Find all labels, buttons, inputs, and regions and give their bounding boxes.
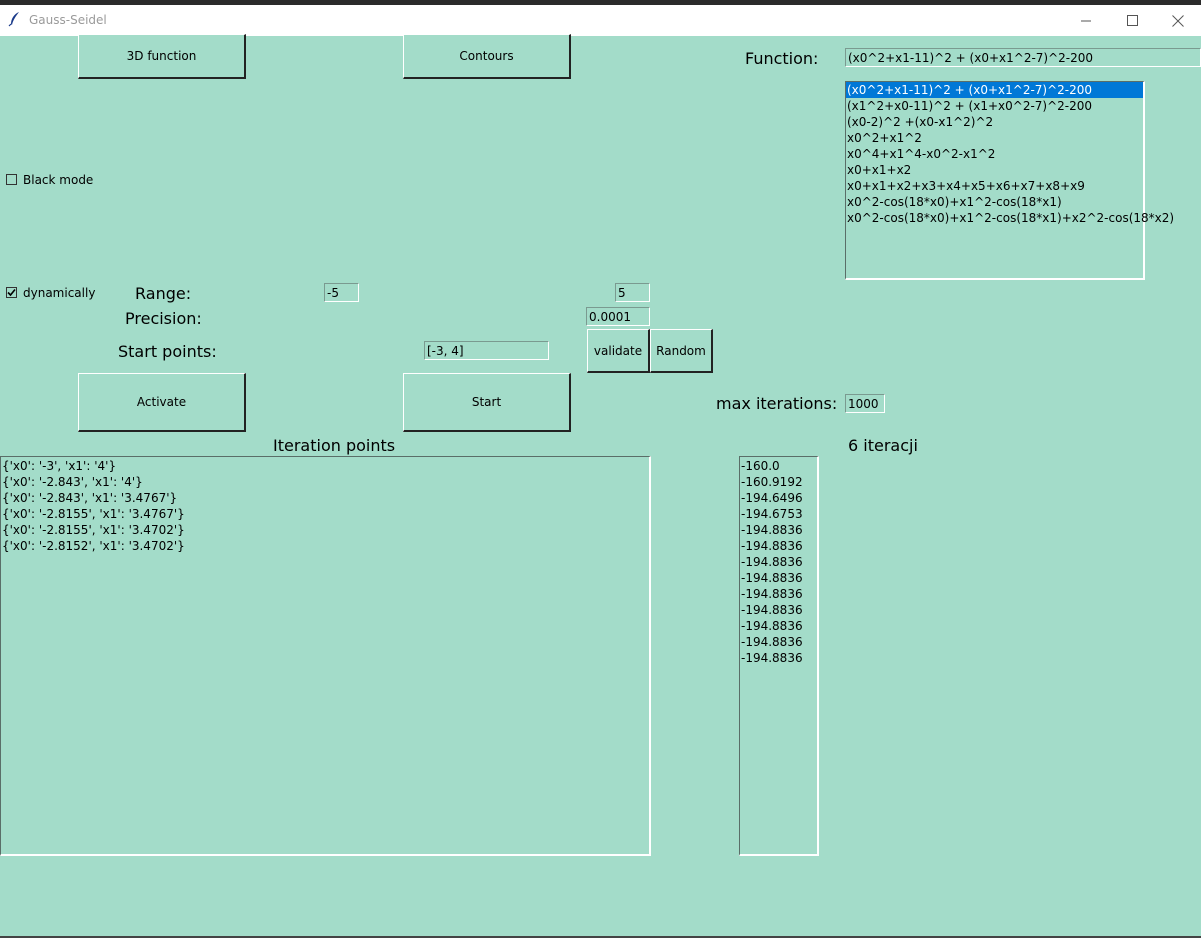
- function-value-row: -194.8836: [741, 587, 803, 601]
- function-value-row: -160.9192: [741, 475, 803, 489]
- window-bottom-edge: [0, 936, 1201, 938]
- activate-button[interactable]: Activate: [78, 373, 246, 432]
- iteration-count-label: 6 iteracji: [848, 436, 918, 455]
- contours-button[interactable]: Contours: [403, 34, 571, 79]
- function-values-box[interactable]: -160.0 -160.9192 -194.6496 -194.6753 -194.88…: [739, 456, 819, 856]
- function-value-row: -194.6496: [741, 491, 803, 505]
- function-list-item[interactable]: x0^2-cos(18*x0)+x1^2-cos(18*x1): [847, 195, 1062, 209]
- start-points-label: Start points:: [118, 342, 217, 361]
- screen-top-strip: [0, 0, 1201, 5]
- black-mode-checkbox[interactable]: [6, 174, 17, 185]
- feather-icon: [8, 12, 19, 27]
- precision-input[interactable]: 0.0001: [586, 307, 650, 326]
- function-value-row: -194.8836: [741, 619, 803, 633]
- function-value-row: -194.8836: [741, 603, 803, 617]
- function-input[interactable]: (x0^2+x1-11)^2 + (x0+x1^2-7)^2-200: [845, 48, 1201, 67]
- max-iterations-input[interactable]: 1000: [845, 394, 885, 413]
- function-list-item[interactable]: x0^2+x1^2: [847, 131, 922, 145]
- function-value-row: -194.8836: [741, 651, 803, 665]
- dynamically-label: dynamically: [23, 286, 96, 300]
- function-value-row: -194.8836: [741, 555, 803, 569]
- function-list-item[interactable]: x0^2-cos(18*x0)+x1^2-cos(18*x1)+x2^2-cos…: [847, 211, 1175, 225]
- checkmark-icon: [7, 288, 16, 297]
- random-button[interactable]: Random: [650, 329, 713, 373]
- maximize-icon: [1126, 15, 1138, 26]
- function-value-row: -194.6753: [741, 507, 803, 521]
- range-max-input[interactable]: 5: [615, 283, 650, 302]
- close-icon: [1172, 14, 1184, 27]
- iteration-points-box[interactable]: {'x0': '-3', 'x1': '4'} {'x0': '-2.843', …: [0, 456, 651, 856]
- function-list-item[interactable]: x0+x1+x2: [847, 163, 912, 177]
- minimize-button[interactable]: [1063, 5, 1109, 36]
- window-title: Gauss-Seidel: [29, 13, 107, 27]
- maximize-button[interactable]: [1109, 5, 1155, 36]
- main-window: 3D function Contours Function: (x0^2+x1-…: [0, 34, 1201, 936]
- function-list-item[interactable]: (x0^2+x1-11)^2 + (x0+x1^2-7)^2-200: [846, 82, 1143, 98]
- function-listbox[interactable]: (x0^2+x1-11)^2 + (x0+x1^2-7)^2-200(x1^2+…: [845, 81, 1175, 280]
- function-value-row: -194.8836: [741, 635, 803, 649]
- title-bar: Gauss-Seidel: [0, 5, 1201, 36]
- function-value-row: -194.8836: [741, 523, 803, 537]
- function-list-item[interactable]: (x0-2)^2 +(x0-x1^2)^2: [847, 115, 994, 129]
- function-value-row: -194.8836: [741, 571, 803, 585]
- iteration-point-row: {'x0': '-2.8152', 'x1': '3.4702'}: [2, 539, 185, 553]
- function-list-item[interactable]: x0^4+x1^4-x0^2-x1^2: [847, 147, 996, 161]
- iteration-point-row: {'x0': '-3', 'x1': '4'}: [2, 459, 117, 473]
- 3d-function-button[interactable]: 3D function: [78, 34, 246, 79]
- function-list-item[interactable]: x0+x1+x2+x3+x4+x5+x6+x7+x8+x9: [847, 179, 1085, 193]
- function-list-item[interactable]: (x1^2+x0-11)^2 + (x1+x0^2-7)^2-200: [847, 99, 1093, 113]
- max-iterations-label: max iterations:: [716, 394, 838, 413]
- dynamically-checkbox[interactable]: [6, 287, 17, 298]
- close-button[interactable]: [1155, 5, 1201, 36]
- validate-button[interactable]: validate: [587, 329, 650, 373]
- start-button[interactable]: Start: [403, 373, 571, 432]
- black-mode-label: Black mode: [23, 173, 94, 187]
- function-value-row: -194.8836: [741, 539, 803, 553]
- range-label: Range:: [135, 284, 192, 303]
- minimize-icon: [1080, 20, 1091, 22]
- range-min-input[interactable]: -5: [324, 283, 359, 302]
- iteration-point-row: {'x0': '-2.843', 'x1': '4'}: [2, 475, 143, 489]
- function-value-row: -160.0: [741, 459, 780, 473]
- iteration-point-row: {'x0': '-2.843', 'x1': '3.4767'}: [2, 491, 178, 505]
- iteration-point-row: {'x0': '-2.8155', 'x1': '3.4767'}: [2, 507, 185, 521]
- start-points-input[interactable]: [-3, 4]: [424, 341, 549, 360]
- iteration-point-row: {'x0': '-2.8155', 'x1': '3.4702'}: [2, 523, 185, 537]
- iteration-points-heading: Iteration points: [273, 436, 396, 455]
- function-label: Function:: [745, 49, 819, 68]
- precision-label: Precision:: [125, 309, 202, 328]
